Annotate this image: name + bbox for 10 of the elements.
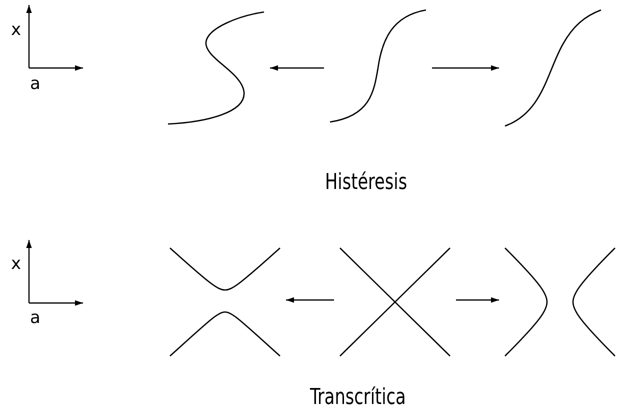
arrow bbox=[456, 297, 499, 303]
arrow bbox=[270, 65, 324, 71]
axis-label: x bbox=[11, 22, 22, 39]
arrow bbox=[432, 65, 499, 71]
arrow bbox=[286, 297, 334, 303]
axis-label: a bbox=[30, 310, 40, 327]
axis-label: a bbox=[30, 76, 40, 93]
caption-text: Transcrítica bbox=[310, 387, 406, 409]
caption-text: Histéresis bbox=[325, 172, 408, 194]
axis-label: x bbox=[11, 256, 22, 273]
